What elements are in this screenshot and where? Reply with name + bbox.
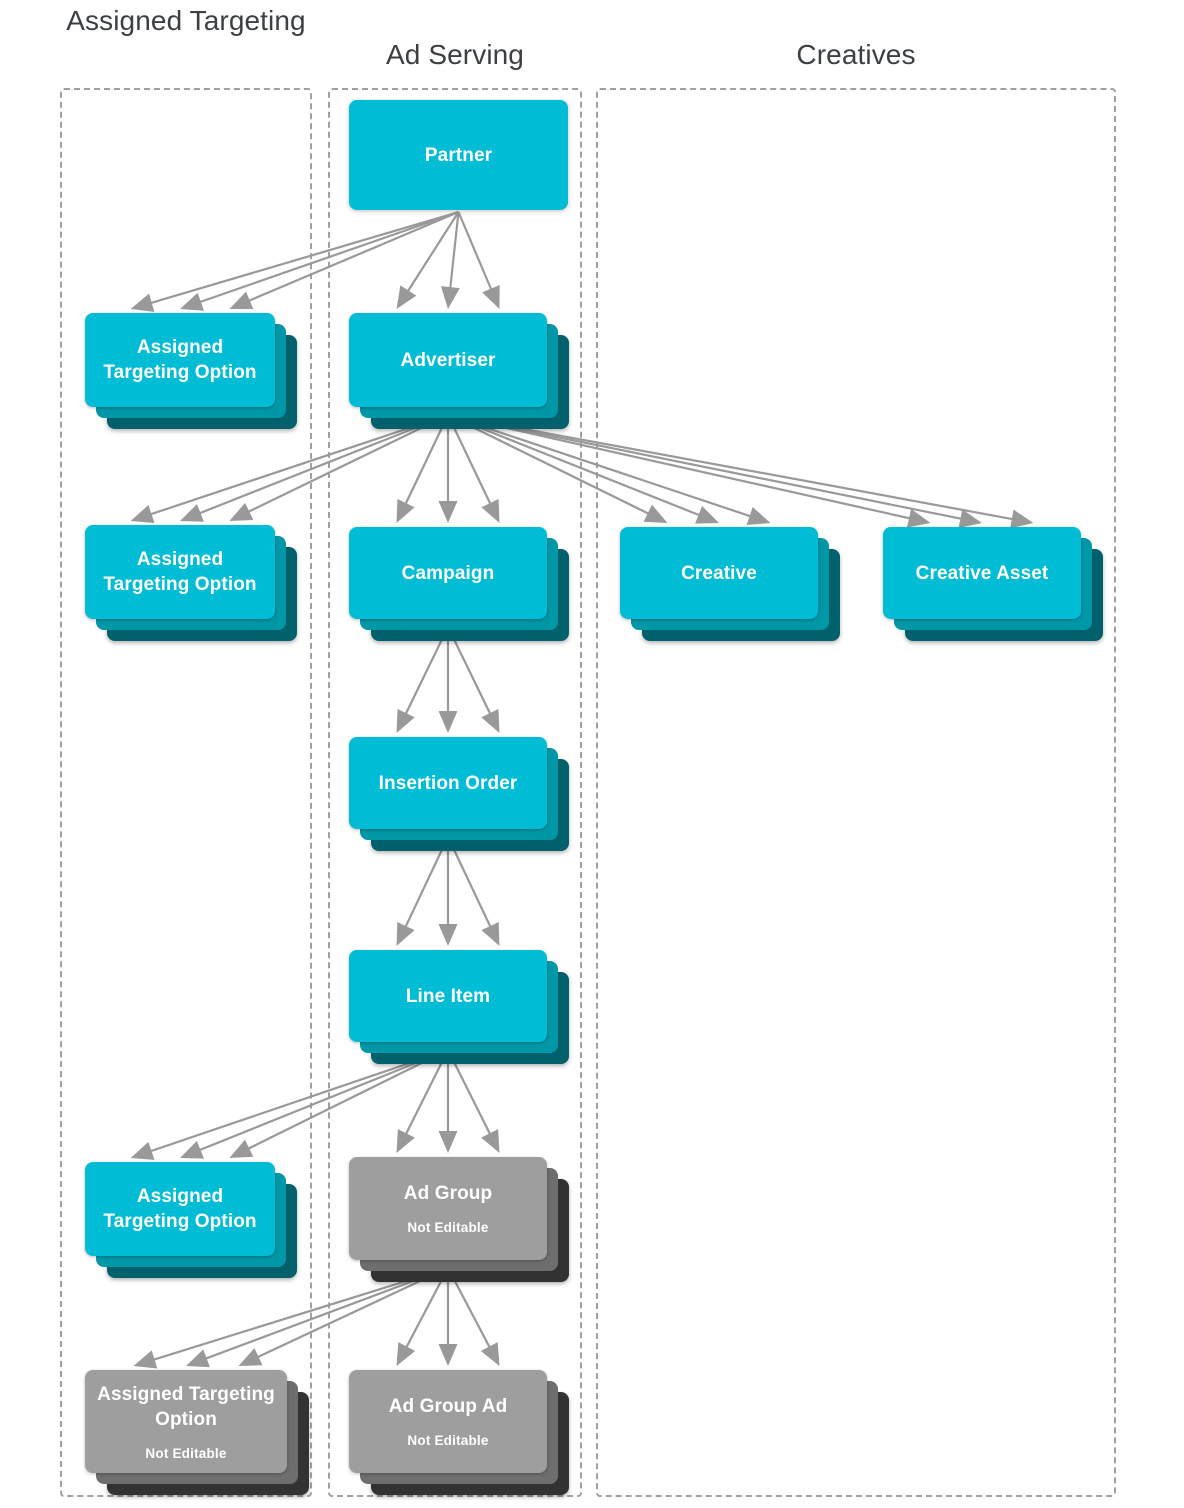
column-header-creatives: Creatives	[796, 39, 916, 70]
node-assigned-targeting-option-lineitem[interactable]: Assigned Targeting Option	[85, 1162, 297, 1278]
node-sublabel-ad-group-ad: Not Editable	[407, 1433, 489, 1448]
node-ad-group-ad[interactable]: Ad Group Ad Not Editable	[349, 1370, 569, 1495]
node-card-assigned-targeting-option-lineitem[interactable]: Assigned Targeting Option	[85, 1162, 275, 1256]
node-label-assigned-targeting-option-lineitem: Assigned Targeting Option	[103, 1186, 257, 1232]
node-assigned-targeting-option-partner[interactable]: Assigned Targeting Option	[85, 313, 297, 429]
node-label-creative: Creative	[681, 562, 757, 584]
node-card-creative-asset[interactable]: Creative Asset	[883, 527, 1081, 619]
node-card-line-item[interactable]: Line Item	[349, 950, 547, 1042]
node-campaign[interactable]: Campaign	[349, 527, 569, 641]
node-assigned-targeting-option-advertiser[interactable]: Assigned Targeting Option	[85, 525, 297, 641]
node-label-ad-group: Ad Group	[403, 1183, 493, 1204]
node-card-partner[interactable]: Partner	[349, 100, 568, 210]
node-creative[interactable]: Creative	[620, 527, 840, 641]
column-header-ad-serving: Ad Serving	[386, 39, 524, 70]
node-label-ad-group-ad: Ad Group Ad	[388, 1396, 508, 1417]
lane-ad-serving	[328, 88, 582, 1497]
node-line-item[interactable]: Line Item	[349, 950, 569, 1064]
node-card-advertiser[interactable]: Advertiser	[349, 313, 547, 407]
node-sublabel-assigned-targeting-option-adgroup: Not Editable	[145, 1445, 227, 1461]
node-card-ad-group-ad[interactable]: Ad Group Ad Not Editable	[349, 1370, 547, 1473]
lane-creatives	[596, 88, 1116, 1497]
node-insertion-order[interactable]: Insertion Order	[349, 737, 569, 851]
node-label-creative-asset: Creative Asset	[915, 562, 1049, 584]
node-sublabel-ad-group: Not Editable	[407, 1220, 489, 1235]
node-card-assigned-targeting-option-partner[interactable]: Assigned Targeting Option	[85, 313, 275, 407]
node-label-line-item: Line Item	[405, 985, 491, 1007]
node-label-assigned-targeting-option-advertiser: Assigned Targeting Option	[103, 549, 257, 595]
node-card-assigned-targeting-option-advertiser[interactable]: Assigned Targeting Option	[85, 525, 275, 619]
node-card-insertion-order[interactable]: Insertion Order	[349, 737, 547, 829]
node-label-campaign: Campaign	[401, 562, 495, 584]
node-label-partner: Partner	[424, 144, 493, 166]
node-card-creative[interactable]: Creative	[620, 527, 818, 619]
node-creative-asset[interactable]: Creative Asset	[883, 527, 1103, 641]
node-label-assigned-targeting-option-adgroup: Assigned Targeting Option	[97, 1383, 275, 1430]
node-label-advertiser: Advertiser	[400, 349, 496, 371]
node-label-assigned-targeting-option-partner: Assigned Targeting Option	[103, 337, 257, 383]
column-header-assigned-targeting: Assigned Targeting	[66, 5, 306, 36]
node-label-insertion-order: Insertion Order	[378, 772, 518, 794]
node-advertiser[interactable]: Advertiser	[349, 313, 569, 429]
lane-assigned-targeting	[60, 88, 312, 1497]
node-card-campaign[interactable]: Campaign	[349, 527, 547, 619]
node-partner[interactable]: Partner	[349, 100, 568, 210]
